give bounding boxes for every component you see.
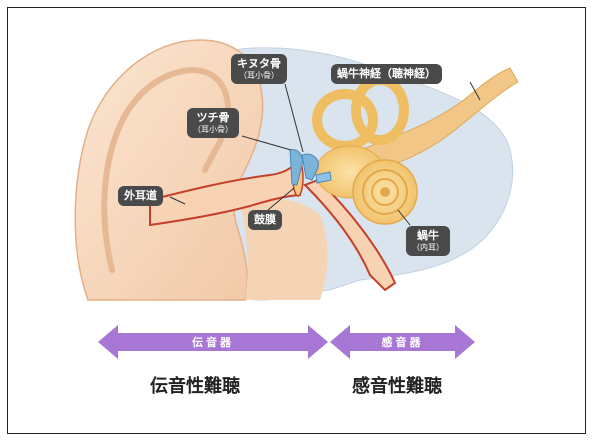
label-cochlea-sub: （内耳） [412, 243, 444, 253]
label-kinuta-sub: （耳小骨） [237, 71, 281, 81]
label-kinuta-bone: キヌタ骨 （耳小骨） [231, 54, 287, 84]
label-cochlear-nerve: 蝸牛神経（聴神経） [331, 64, 442, 84]
sensory-arrow-label: 感音器 [350, 334, 455, 350]
label-tsuchi-bone: ツチ骨 （耳小骨） [187, 108, 239, 138]
conductive-hearing-loss-caption: 伝音性難聴 [150, 372, 240, 398]
label-ear-canal-title: 外耳道 [124, 189, 157, 202]
label-eardrum-title: 鼓膜 [254, 213, 276, 226]
label-cochlea-title: 蝸牛 [417, 229, 439, 242]
label-cochlear-nerve-title: 蝸牛神経（聴神経） [337, 67, 436, 80]
label-cochlea: 蝸牛 （内耳） [406, 226, 450, 256]
sensorineural-hearing-loss-caption: 感音性難聴 [352, 372, 442, 398]
label-kinuta-title: キヌタ骨 [237, 57, 281, 70]
label-ear-canal: 外耳道 [118, 186, 163, 206]
cochlea-spiral [353, 160, 417, 224]
label-eardrum: 鼓膜 [248, 210, 282, 230]
label-tsuchi-title: ツチ骨 [197, 111, 230, 124]
conductive-arrow-label: 伝音器 [118, 334, 308, 350]
label-tsuchi-sub: （耳小骨） [193, 125, 233, 135]
